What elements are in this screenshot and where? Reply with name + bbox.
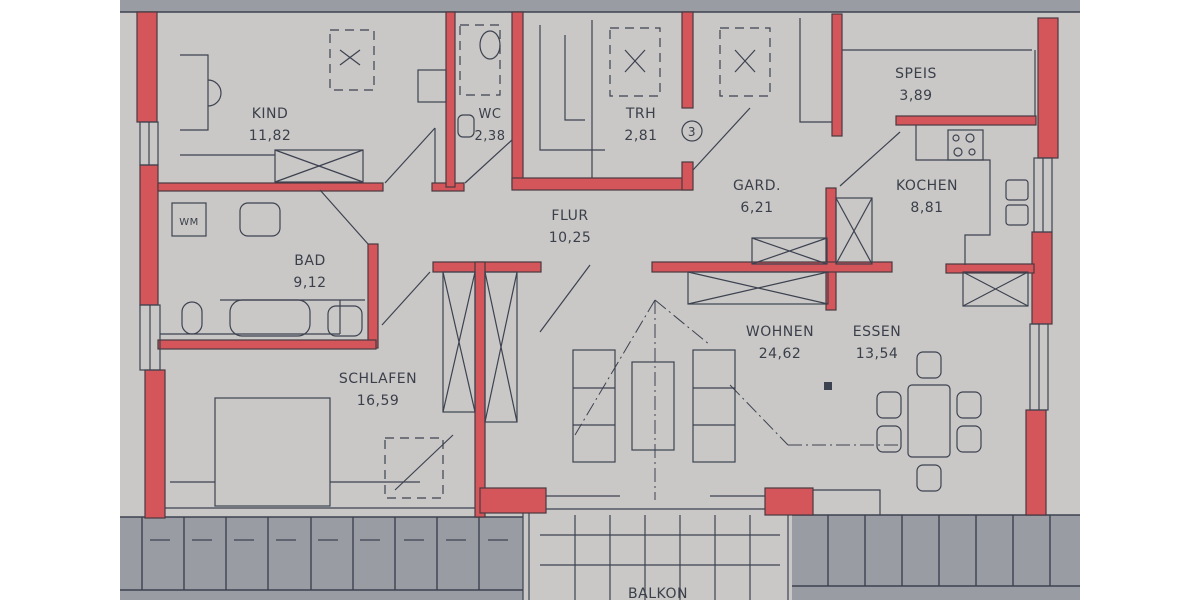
roof-top	[120, 0, 1080, 13]
room-essen: ESSEN 13,54	[853, 324, 901, 362]
room-balkon: BALKON	[628, 586, 688, 600]
room-gard: GARD. 6,21	[733, 178, 781, 216]
stair-marker-label: 3	[688, 125, 696, 139]
fixtures	[160, 18, 1036, 515]
roof-bottom-right	[792, 514, 1080, 600]
room-name: ESSEN	[853, 324, 901, 340]
roof-bottom-left	[120, 516, 523, 600]
room-kind: KIND 11,82	[249, 106, 292, 144]
floor-plan: 3 WM KIND 11,82 WC 2,38 TRH 2,81 SPEIS 3…	[120, 0, 1080, 600]
room-area: 2,81	[624, 128, 657, 144]
room-name: GARD.	[733, 178, 781, 194]
room-area: 13,54	[856, 346, 899, 362]
room-wohnen: WOHNEN 24,62	[746, 324, 814, 362]
room-name: FLUR	[551, 208, 588, 224]
balcony-grid	[522, 508, 792, 600]
room-kochen: KOCHEN 8,81	[896, 178, 958, 216]
room-trh: TRH 2,81	[624, 106, 657, 144]
room-schlafen: SCHLAFEN 16,59	[339, 371, 417, 409]
room-area: 24,62	[759, 346, 802, 362]
room-area: 6,21	[740, 200, 773, 216]
windows	[139, 121, 1053, 411]
room-area: 8,81	[910, 200, 943, 216]
room-area: 11,82	[249, 128, 292, 144]
room-name: WC	[479, 107, 502, 122]
room-bad: BAD 9,12	[293, 253, 326, 291]
room-name: KIND	[252, 106, 289, 122]
room-name: SPEIS	[895, 66, 937, 82]
room-area: 10,25	[549, 230, 592, 246]
room-name: BAD	[294, 253, 325, 269]
room-area: 16,59	[357, 393, 400, 409]
room-area: 9,12	[293, 275, 326, 291]
room-name: KOCHEN	[896, 178, 958, 194]
floor-plan-drawing: 3 WM KIND 11,82 WC 2,38 TRH 2,81 SPEIS 3…	[120, 0, 1080, 600]
room-flur: FLUR 10,25	[549, 208, 592, 246]
room-area: 3,89	[899, 88, 932, 104]
room-wc: WC 2,38	[475, 107, 506, 144]
room-area: 2,38	[475, 129, 506, 144]
room-name: SCHLAFEN	[339, 371, 417, 387]
room-name: TRH	[625, 106, 656, 122]
walls	[136, 11, 1059, 519]
room-name: WOHNEN	[746, 324, 814, 340]
washing-machine-label: WM	[179, 217, 199, 228]
stair-marker: 3	[681, 120, 703, 142]
room-name: BALKON	[628, 586, 688, 600]
room-speis: SPEIS 3,89	[895, 66, 937, 104]
ceiling-outlet-icon	[824, 382, 832, 390]
